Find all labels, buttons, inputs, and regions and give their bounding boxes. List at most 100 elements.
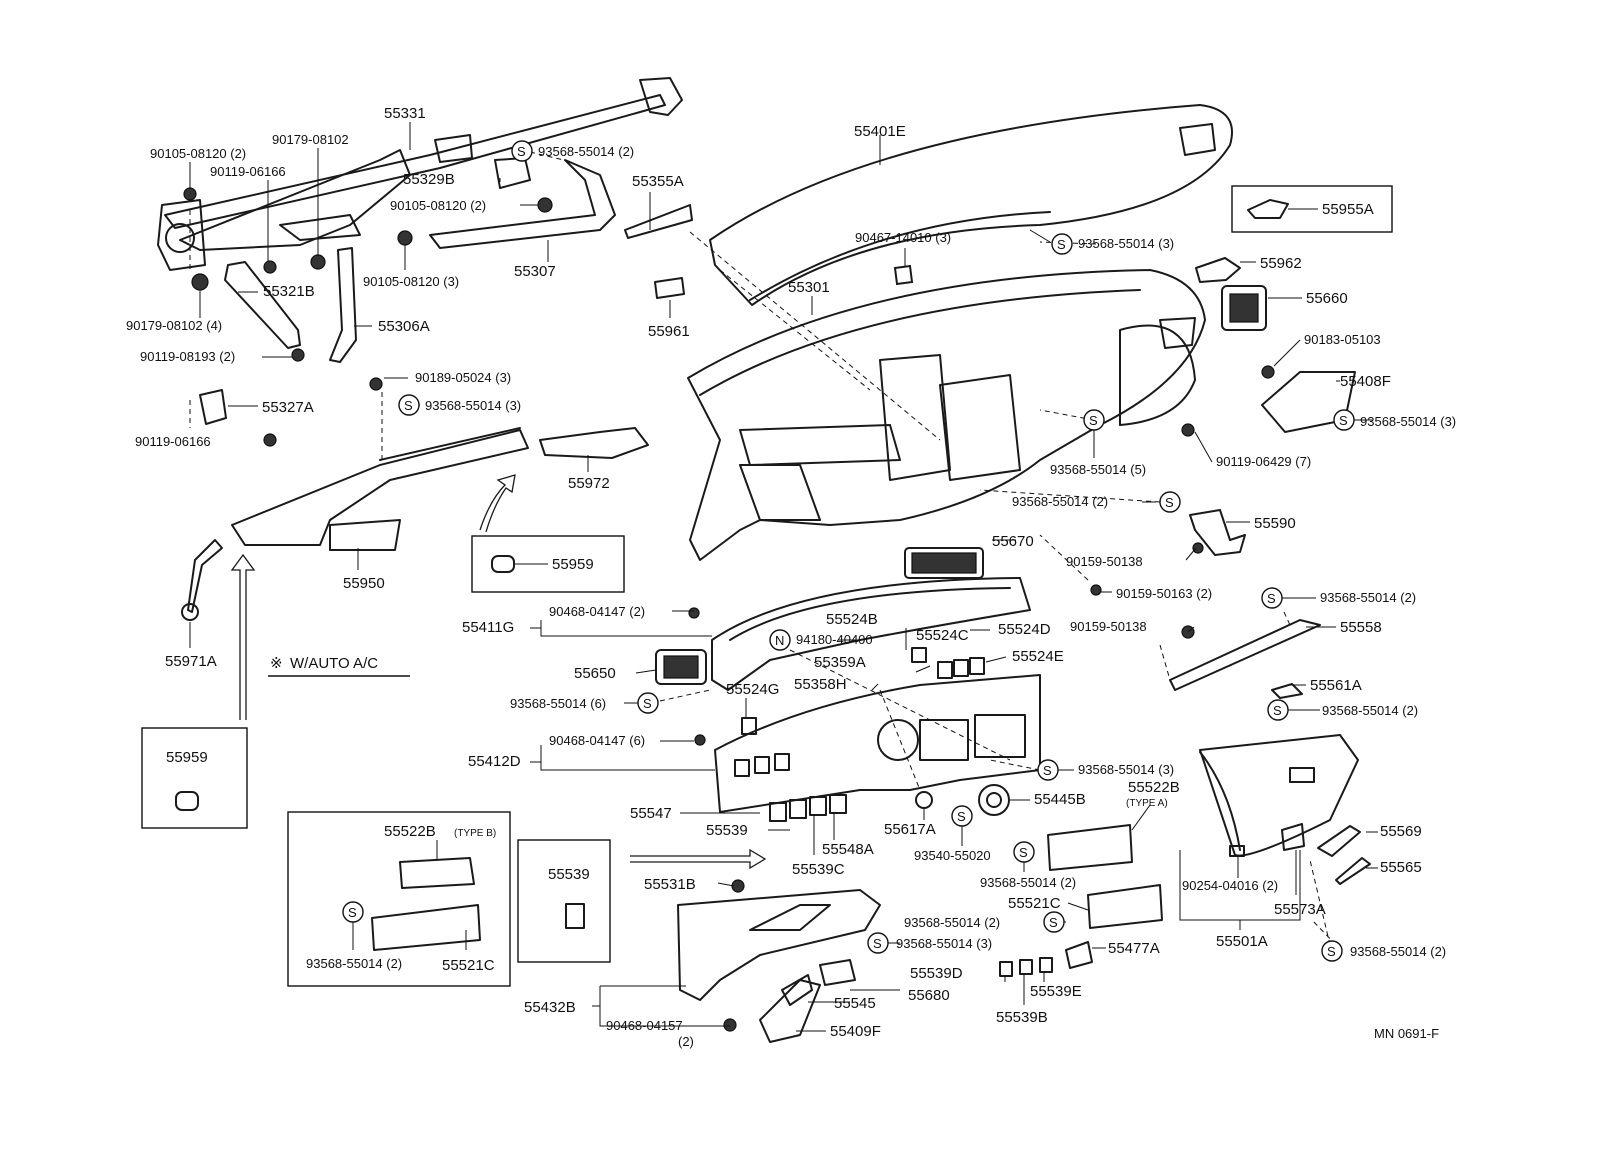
bracket-55329b (494, 157, 531, 189)
label-90105-08120-2b: 90105-08120 (2) (390, 198, 486, 213)
label-55522b-a: 55522B (1128, 779, 1180, 796)
label-55539d: 55539D (910, 965, 963, 982)
label-55358h: 55358H (794, 676, 847, 693)
label-90119-06166a: 90119-06166 (210, 164, 286, 179)
label-90183-05103: 90183-05103 (1304, 332, 1381, 347)
label-90468-04147-6: 90468-04147 (6) (549, 733, 645, 748)
ring-55445b (978, 784, 1010, 816)
label-55565: 55565 (1380, 859, 1422, 876)
brace-55321b (224, 261, 301, 349)
note-symbol: ※ (270, 655, 283, 672)
label-55477a: 55477A (1108, 940, 1160, 957)
vent-55670 (904, 547, 984, 579)
s-marker: S (1267, 591, 1276, 606)
label-55408f: 55408F (1340, 373, 1391, 390)
bracket-55590 (1090, 509, 1246, 596)
label-55524d: 55524D (998, 621, 1051, 638)
label-90119-06166b: 90119-06166 (135, 434, 211, 449)
bezel-55962 (1195, 257, 1241, 283)
bracket-55355a (624, 204, 693, 239)
s-marker: S (1327, 944, 1336, 959)
label-93568-55014-2e: 93568-55014 (2) (980, 875, 1076, 890)
label-90254-04016-2: 90254-04016 (2) (1182, 878, 1278, 893)
label-55539e: 55539E (1030, 983, 1082, 1000)
brace-55306a (329, 247, 357, 363)
s-marker: S (957, 809, 966, 824)
fasteners-top-left (183, 187, 553, 447)
label-55539c: 55539C (792, 861, 845, 878)
label-55307: 55307 (514, 263, 556, 280)
label-93568-55014-5: 93568-55014 (5) (1050, 462, 1146, 477)
label-90189-05024-3: 90189-05024 (3) (415, 370, 511, 385)
label-90159-50138b: 90159-50138 (1070, 619, 1147, 634)
cover-55545 (781, 974, 813, 1006)
label-55539a: 55539 (706, 822, 748, 839)
arrow-up-left (230, 553, 256, 720)
label-type-b: (TYPE B) (454, 828, 496, 839)
label-90468-04157: 90468-04157 (606, 1018, 683, 1033)
label-94180-40400: 94180-40400 (796, 632, 873, 647)
arrow-up-center (479, 474, 516, 533)
switch-55539-row (999, 957, 1053, 977)
label-55971a: 55971A (165, 653, 217, 670)
label-55409f: 55409F (830, 1023, 881, 1040)
label-93568-55014-2b: 93568-55014 (2) (1012, 494, 1108, 509)
panel-55408f (1181, 365, 1356, 437)
label-93568-55014-2d: 93568-55014 (2) (1322, 703, 1418, 718)
label-55411g: 55411G (462, 619, 514, 636)
n-marker: N (775, 633, 784, 648)
label-55573a: 55573A (1274, 901, 1326, 918)
dashed-leaders (189, 151, 1337, 946)
label-55521c-a: 55521C (1008, 895, 1061, 912)
callout-box-55955a (1231, 185, 1393, 233)
label-55355a: 55355A (632, 173, 684, 190)
label-55617a: 55617A (884, 821, 936, 838)
bezel-55477a (1065, 941, 1093, 969)
defroster-duct-55950 (231, 427, 529, 551)
label-55432b: 55432B (524, 999, 576, 1016)
label-55524c: 55524C (916, 627, 969, 644)
bracket-55558 (1169, 619, 1321, 691)
label-qty-2: (2) (678, 1034, 694, 1049)
label-55955a: 55955A (1322, 201, 1374, 218)
s-marker: S (1049, 915, 1058, 930)
label-55329b: 55329B (403, 171, 455, 188)
label-93568-55014-3b: 93568-55014 (3) (1078, 236, 1174, 251)
bracket-55307 (429, 159, 616, 249)
label-55548a: 55548A (822, 841, 874, 858)
s-marker: S (643, 696, 652, 711)
vent-55660 (1221, 285, 1267, 331)
nut-90467 (893, 264, 914, 286)
label-55547: 55547 (630, 805, 672, 822)
label-55545: 55545 (834, 995, 876, 1012)
s-marker: S (404, 398, 413, 413)
s-marker: S (1043, 763, 1052, 778)
cover-55409f (759, 979, 821, 1043)
s-markers: S S S S S S S S S S S S S S S S N (342, 140, 1355, 962)
label-93568-55014-2g: 93568-55014 (2) (904, 915, 1000, 930)
label-90105-08120-3: 90105-08120 (3) (363, 274, 459, 289)
label-93568-55014-3d: 93568-55014 (3) (1078, 762, 1174, 777)
label-55301: 55301 (788, 279, 830, 296)
label-type-a: (TYPE A) (1126, 798, 1168, 809)
label-55306a: 55306A (378, 318, 430, 335)
label-55959b: 55959 (166, 749, 208, 766)
s-marker: S (1165, 495, 1174, 510)
label-90179-08102-4: 90179-08102 (4) (126, 318, 222, 333)
label-90119-06429-7: 90119-06429 (7) (1216, 454, 1311, 469)
label-55321b: 55321B (263, 283, 315, 300)
s-marker: S (517, 144, 526, 159)
note-w-auto-ac: W/AUTO A/C (290, 655, 378, 672)
label-93568-55014-3a: 93568-55014 (3) (425, 398, 521, 413)
label-90467-14010-3: 90467-14010 (3) (855, 230, 951, 245)
label-55959a: 55959 (552, 556, 594, 573)
label-55670: 55670 (992, 533, 1034, 550)
label-55539b-lower: 55539B (996, 1009, 1048, 1026)
switch-blanks (741, 647, 985, 822)
cluster-hood-55411g (711, 577, 1031, 691)
label-55558: 55558 (1340, 619, 1382, 636)
label-90119-08193-2: 90119-08193 (2) (140, 349, 235, 364)
s-marker: S (1019, 845, 1028, 860)
bracket-55327a (199, 389, 227, 425)
